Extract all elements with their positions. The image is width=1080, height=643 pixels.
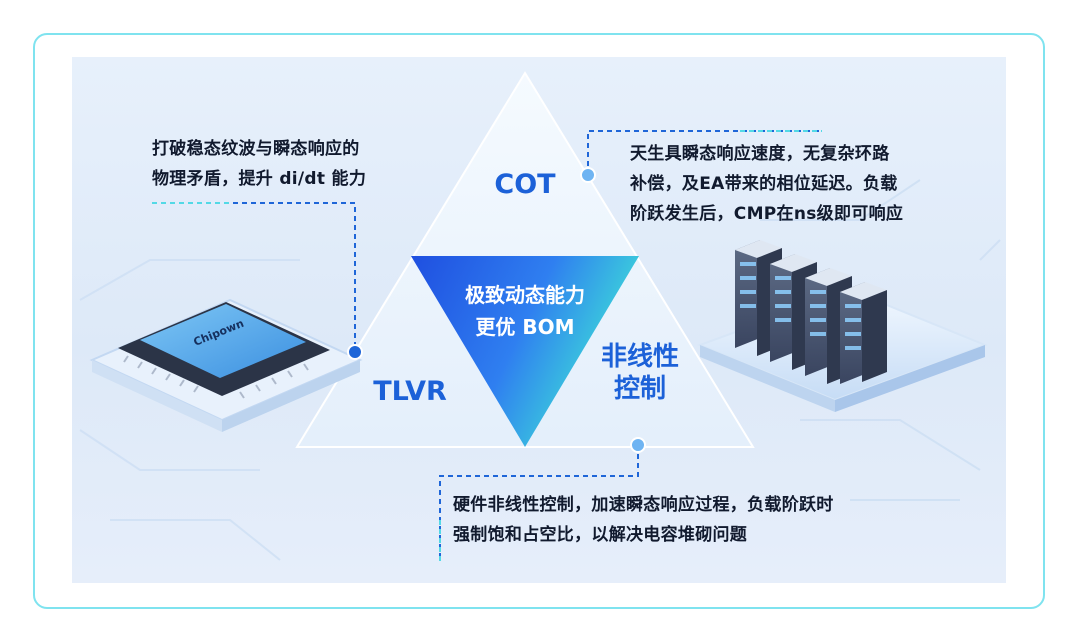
center-label-line-2: 更优 BOM — [475, 315, 575, 339]
connector-dot-bottom — [630, 437, 646, 453]
circuit-traces — [79, 179, 1001, 561]
center-label: 极致动态能力 更优 BOM — [430, 279, 620, 343]
server-illustration — [697, 240, 988, 412]
annotation-top-left-line-1: 打破稳态纹波与瞬态响应的 — [152, 139, 360, 159]
annotation-bottom-line-1: 硬件非线性控制，加速瞬态响应过程，负载阶跃时 — [453, 495, 834, 515]
annotation-top-right-line-3: 阶跃发生后，CMP在ns级即可响应 — [630, 204, 904, 224]
connector-dot-left — [347, 344, 363, 360]
center-inverted-triangle — [411, 256, 639, 447]
label-nonlinear-line-1: 非线性 — [600, 342, 679, 372]
leader-accents — [152, 130, 822, 562]
label-nonlinear-control: 非线性 控制 — [575, 341, 705, 405]
annotation-top-right-line-1: 天生具瞬态响应速度，无复杂环路 — [630, 144, 890, 164]
center-label-line-1: 极致动态能力 — [465, 283, 585, 307]
label-tlvr: TLVR — [373, 376, 447, 407]
label-cot: COT — [494, 169, 556, 200]
leader-bottom — [439, 445, 639, 562]
annotation-top-right: 天生具瞬态响应速度，无复杂环路 补偿，及EA带来的相位延迟。负载 阶跃发生后，C… — [630, 139, 903, 229]
chip-illustration — [89, 298, 363, 432]
annotation-top-left: 打破稳态纹波与瞬态响应的 物理矛盾，提升 di/dt 能力 — [152, 134, 366, 194]
annotation-bottom: 硬件非线性控制，加速瞬态响应过程，负载阶跃时 强制饱和占空比，以解决电容堆砌问题 — [453, 490, 834, 550]
annotation-top-right-line-2: 补偿，及EA带来的相位延迟。负载 — [630, 174, 898, 194]
annotation-top-left-line-2: 物理矛盾，提升 di/dt 能力 — [152, 169, 367, 189]
annotation-bottom-line-2: 强制饱和占空比，以解决电容堆砌问题 — [453, 525, 748, 545]
label-nonlinear-line-2: 控制 — [613, 374, 666, 404]
connector-dot-top — [580, 167, 596, 183]
